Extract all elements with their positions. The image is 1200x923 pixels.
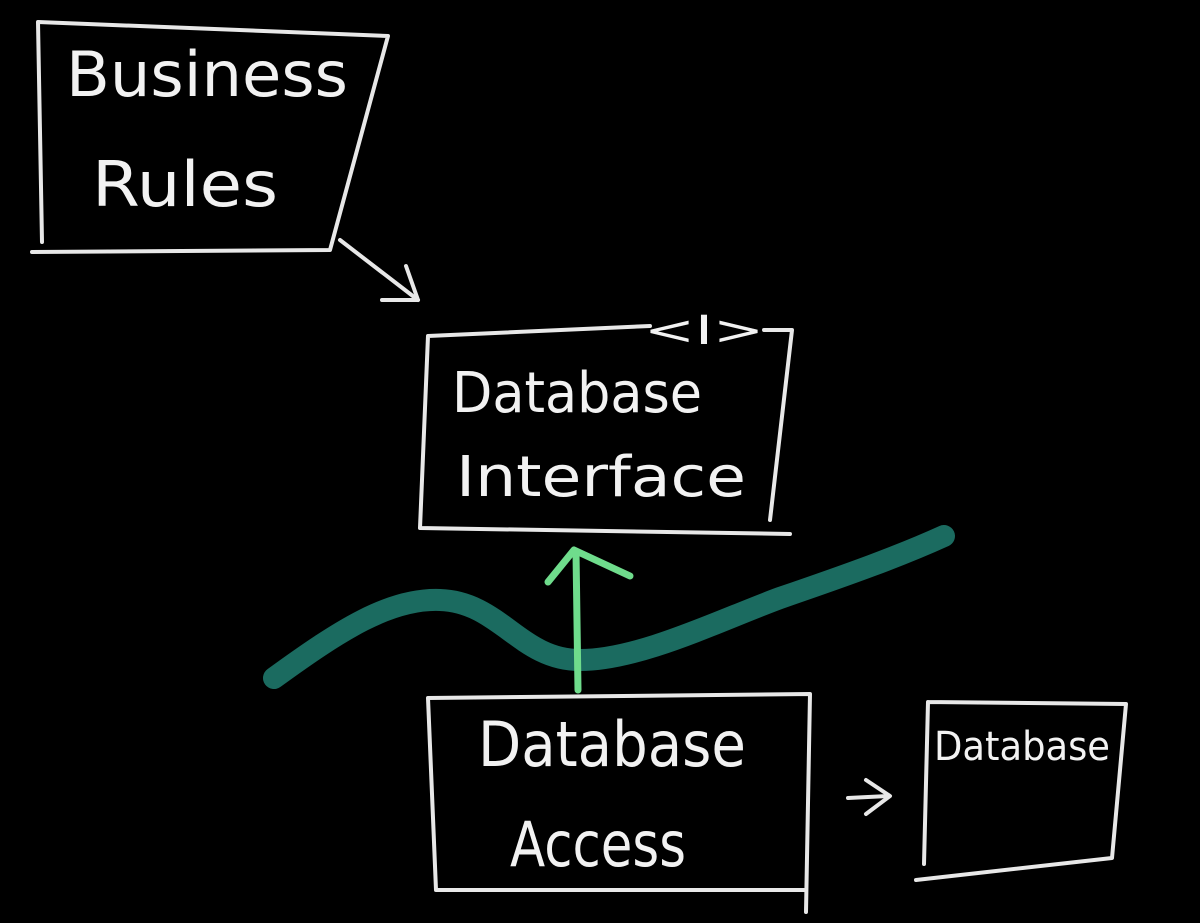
dependency-arrow-shaft (572, 548, 582, 694)
database-box: Database (914, 700, 1128, 882)
arrow-shaft (338, 238, 420, 302)
database-label: Database (934, 724, 1110, 770)
architectural-boundary-line (263, 525, 955, 689)
business-rules-label-line2: Rules (92, 148, 278, 221)
business-rules-label-line1: Business (66, 38, 348, 111)
arrow-head (380, 264, 420, 302)
database-access-box: Database Access (426, 692, 812, 914)
arrow-shaft-2 (846, 794, 890, 800)
dependency-arrow-access-to-interface (544, 546, 634, 694)
uses-arrow-access-to-database (846, 778, 892, 816)
database-access-border (426, 692, 812, 914)
database-interface-box: <I> Database Interface (418, 308, 794, 536)
database-access-label-line2: Access (510, 808, 686, 881)
uses-arrow-business-to-interface (338, 238, 420, 302)
database-interface-border (418, 324, 794, 536)
business-rules-box: Business Rules (30, 20, 390, 254)
database-border (914, 700, 1128, 882)
dependency-arrow-head (544, 546, 634, 586)
business-rules-border (30, 20, 390, 254)
interface-stereotype: <I> (644, 308, 764, 354)
database-interface-label-line2: Interface (456, 445, 746, 510)
arrow-head-2 (864, 778, 892, 816)
database-access-label-line1: Database (478, 708, 746, 781)
database-interface-label-line1: Database (452, 361, 702, 426)
